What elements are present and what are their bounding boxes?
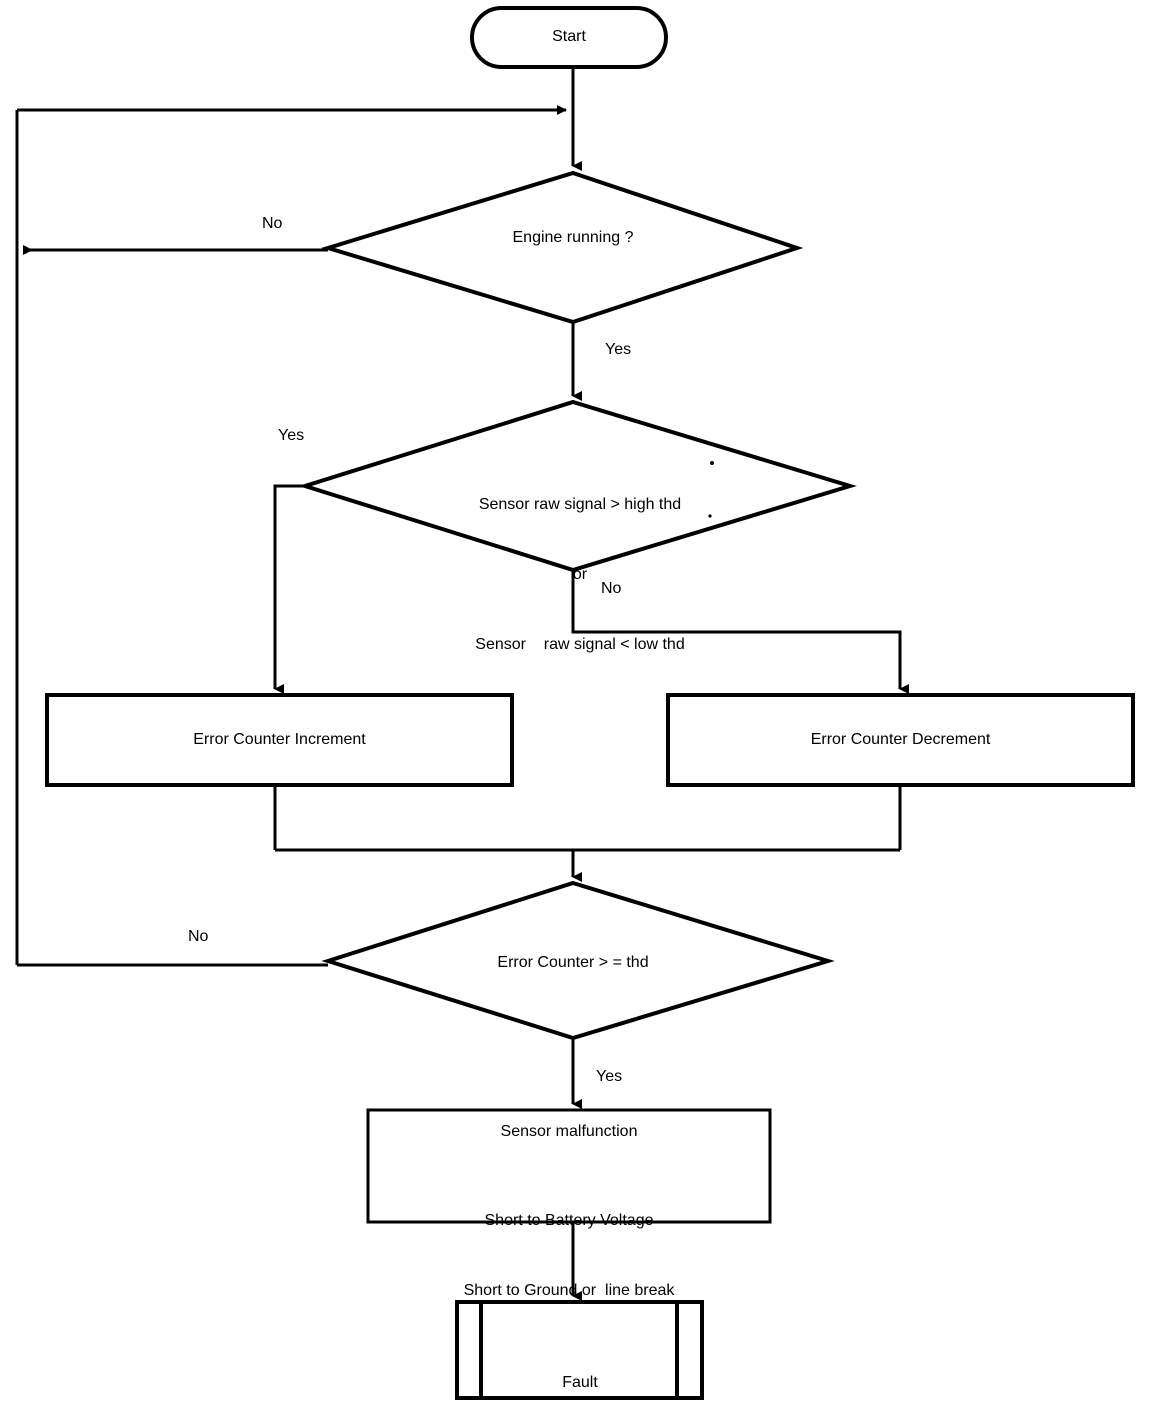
node-counter-threshold-shape	[321, 880, 835, 1041]
node-start-shape	[470, 6, 668, 69]
edge-label-signal-check-yes: Yes	[278, 427, 305, 444]
edge-signal-check-no	[571, 570, 909, 694]
node-signal-range-check-shape	[298, 399, 857, 573]
edge-label-counter-threshold-yes: Yes	[596, 1068, 623, 1085]
node-counter-decrement-shape	[666, 693, 1135, 787]
scan-speck-lower	[708, 514, 712, 518]
edge-label-engine-running-no: No	[262, 215, 283, 232]
node-fault-processing-shape	[455, 1300, 704, 1400]
node-counter-increment-shape	[45, 693, 514, 787]
edge-label-counter-threshold-no: No	[188, 928, 209, 945]
edge-label-engine-running-yes: Yes	[605, 341, 632, 358]
node-sensor-malfunction-shape	[366, 1108, 772, 1224]
scan-speck-upper	[710, 461, 714, 465]
node-engine-running-shape	[321, 170, 804, 325]
edge-signal-check-yes	[273, 484, 305, 694]
edge-label-signal-check-no: No	[601, 580, 622, 597]
